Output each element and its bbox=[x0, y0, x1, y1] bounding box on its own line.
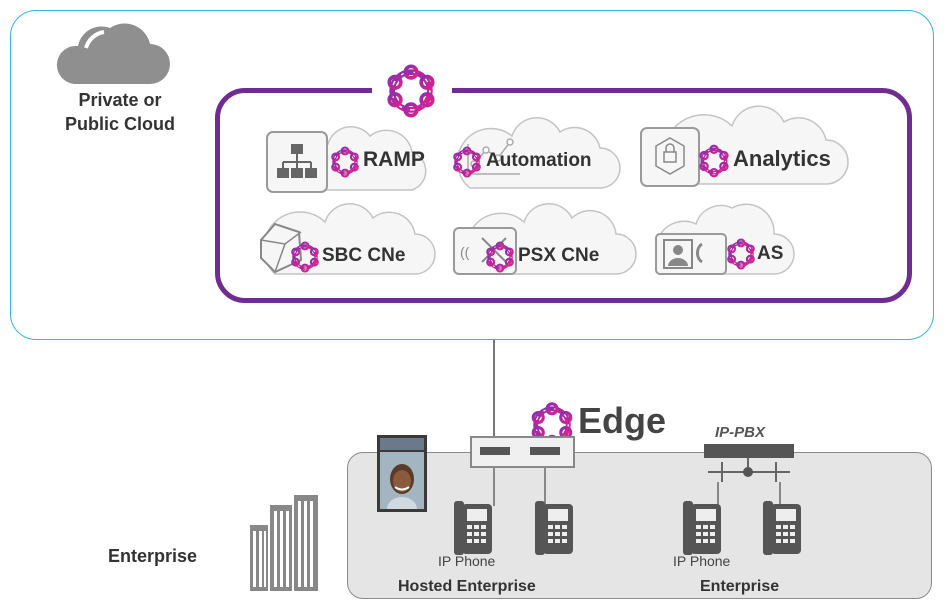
ip-phone-icon bbox=[534, 500, 574, 556]
hosted-enterprise-label: Hosted Enterprise bbox=[398, 578, 536, 595]
edge-label: Edge bbox=[578, 400, 667, 441]
analytics-cloud-icon bbox=[640, 105, 849, 187]
cloud-label-line2: Public Cloud bbox=[65, 114, 175, 134]
edge-line-left bbox=[493, 466, 495, 506]
ippbx-device-icon bbox=[704, 444, 794, 508]
enterprise-left-label: Enterprise bbox=[108, 546, 198, 566]
automation-label: Automation bbox=[486, 150, 592, 171]
video-call-photo bbox=[377, 435, 427, 512]
edge-device-icon bbox=[470, 436, 575, 468]
cloud-label-line1: Private or bbox=[78, 90, 162, 110]
automation-logo-icon bbox=[450, 145, 484, 179]
ribbon-logo-icon bbox=[382, 62, 440, 120]
building-icon bbox=[250, 495, 318, 591]
cloud-icon bbox=[56, 23, 170, 84]
as-logo-icon bbox=[724, 237, 758, 271]
analytics-label: Analytics bbox=[733, 146, 831, 171]
psx-label: PSX CNe bbox=[518, 245, 600, 266]
analytics-logo-icon bbox=[696, 143, 732, 179]
sbc-logo-icon bbox=[288, 240, 322, 274]
sbc-label: SBC CNe bbox=[322, 245, 406, 266]
ip-phone-label-right: IP Phone bbox=[673, 553, 731, 569]
edge-line-right bbox=[544, 466, 546, 506]
as-label: AS bbox=[757, 243, 784, 264]
ippbx-label: IP-PBX bbox=[715, 424, 766, 441]
enterprise-panel bbox=[347, 452, 932, 599]
ip-phone-label-left: IP Phone bbox=[438, 553, 496, 569]
as-cloud-icon bbox=[655, 203, 795, 275]
psx-cloud-icon: (( bbox=[453, 203, 637, 275]
connector-line bbox=[493, 340, 495, 438]
ramp-logo-icon bbox=[328, 145, 362, 179]
ip-phone-icon bbox=[682, 500, 722, 556]
svg-text:((: (( bbox=[460, 244, 470, 260]
psx-logo-icon bbox=[483, 240, 517, 274]
ramp-cloud-icon bbox=[266, 126, 427, 193]
cloud-panel bbox=[10, 10, 934, 340]
sbc-cloud-icon bbox=[260, 203, 436, 275]
cloud-label: Private or Public Cloud bbox=[40, 88, 200, 136]
enterprise-right-label: Enterprise bbox=[700, 578, 780, 595]
ip-phone-icon bbox=[762, 500, 802, 556]
ramp-label: RAMP bbox=[363, 148, 425, 171]
services-box bbox=[215, 88, 912, 303]
ip-phone-icon bbox=[453, 500, 493, 556]
